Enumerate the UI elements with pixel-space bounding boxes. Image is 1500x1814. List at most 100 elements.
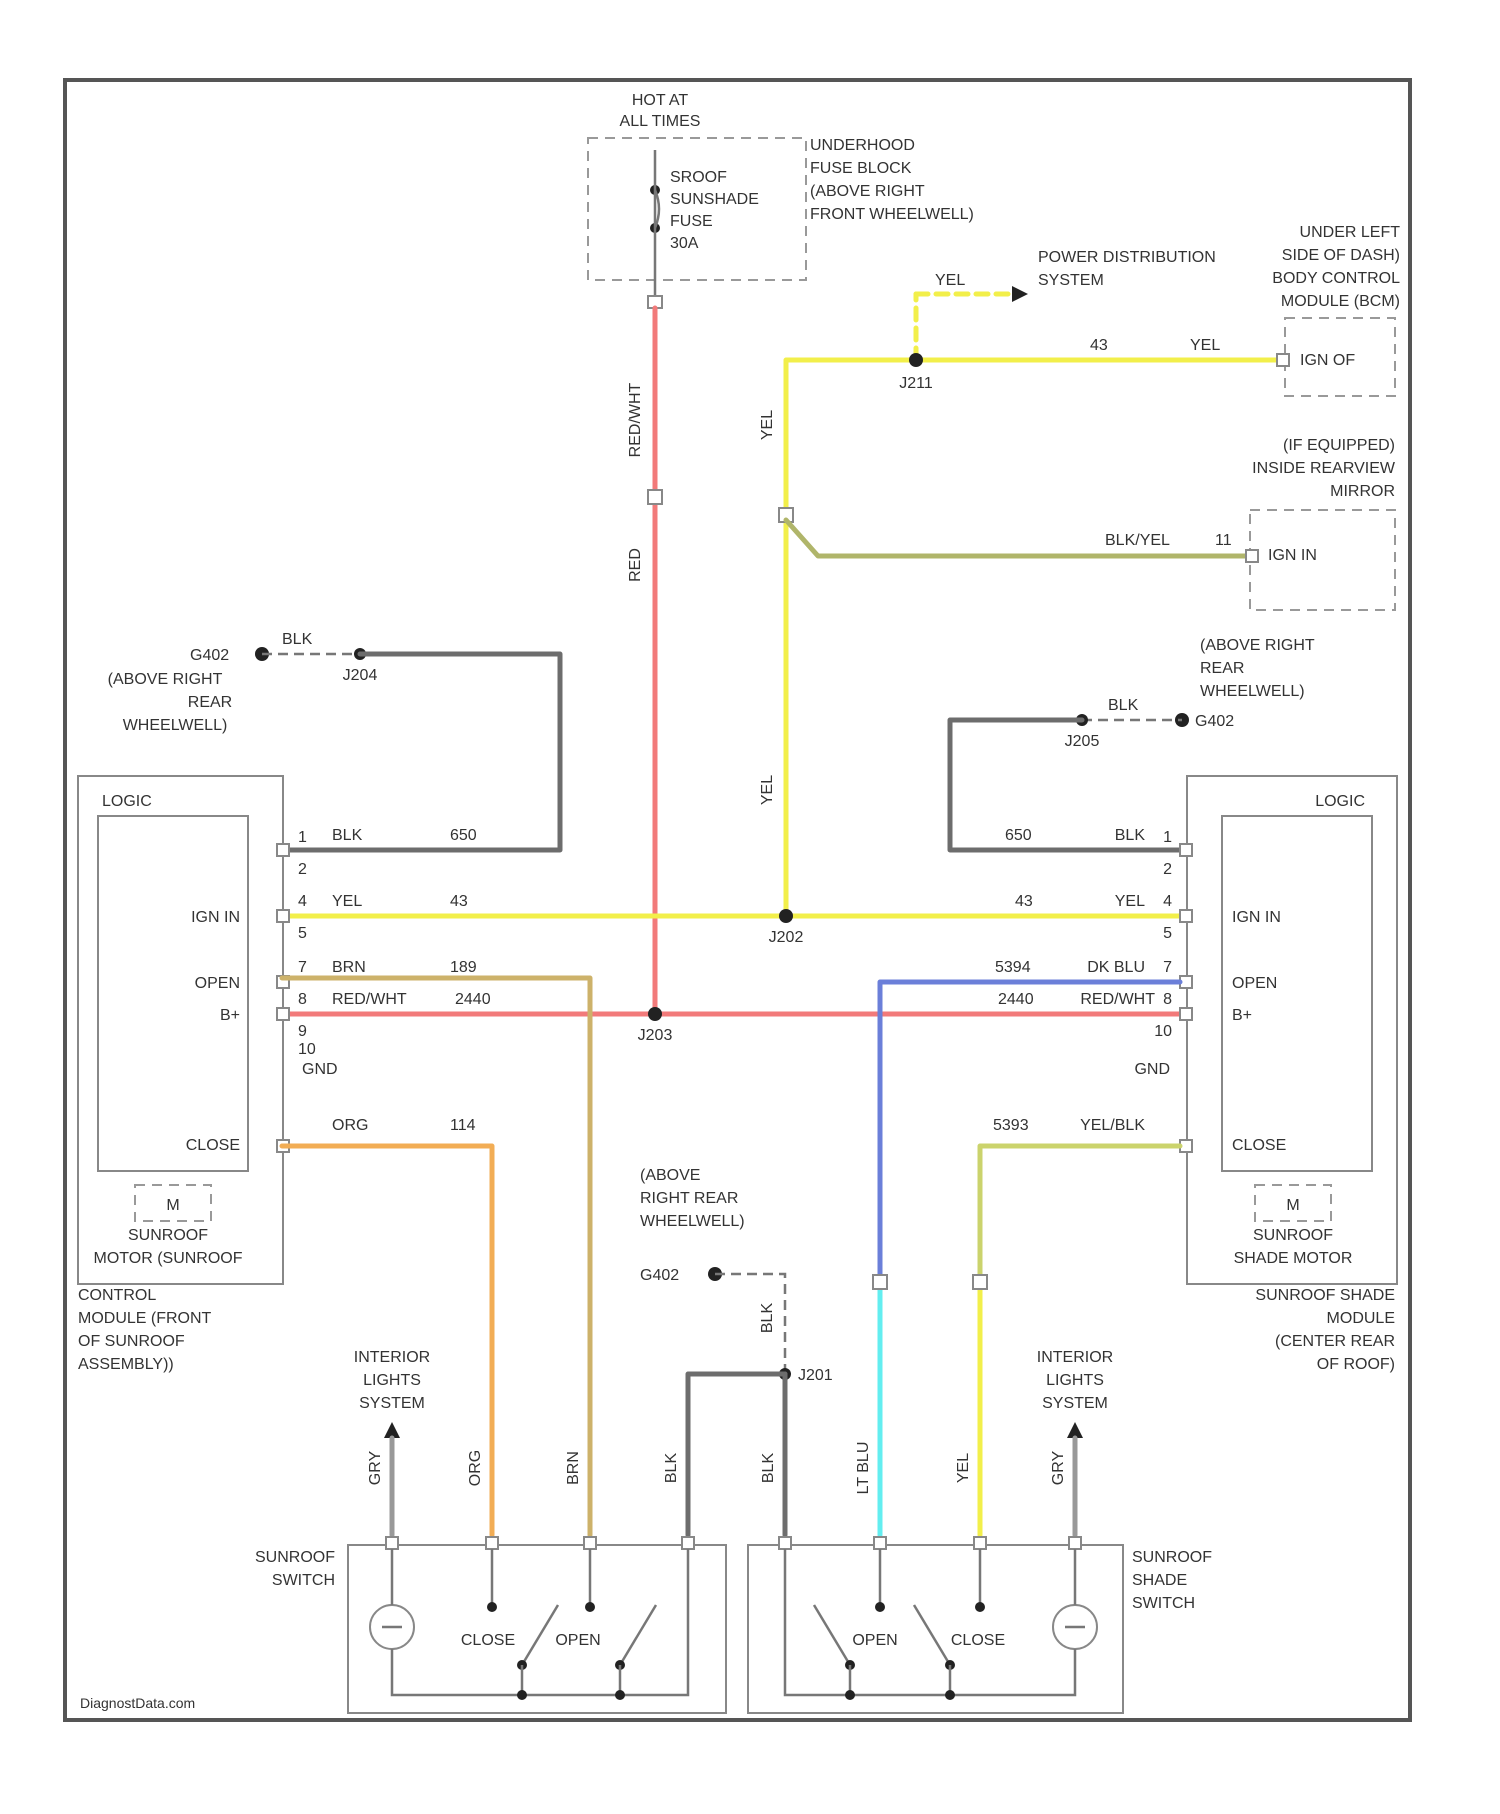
- logic-header: LOGIC: [1315, 793, 1365, 810]
- hot-label: ALL TIMES: [620, 113, 701, 130]
- module-location: MODULE (FRONT: [78, 1310, 212, 1327]
- sunroof-switch: SUNROOF SWITCH CLOSE OPEN: [255, 1537, 726, 1713]
- circuit-number: 43: [1015, 893, 1033, 910]
- wire-color-label: RED/WHT: [1080, 991, 1155, 1008]
- module-location: CONTROL: [78, 1287, 156, 1304]
- module-signal: OPEN: [195, 975, 240, 992]
- wire-color-label: YEL: [759, 410, 776, 440]
- inline-connector: [973, 1275, 987, 1289]
- interior-lights-label: SYSTEM: [1042, 1395, 1108, 1412]
- module-location: ASSEMBLY)): [78, 1356, 174, 1373]
- module-name: SHADE MOTOR: [1234, 1250, 1353, 1267]
- close-contact-blade: [914, 1605, 950, 1665]
- splice-label: J205: [1065, 733, 1100, 750]
- open-contact-blade: [814, 1605, 850, 1665]
- pin-number: 8: [298, 991, 307, 1008]
- splice-label: J202: [769, 929, 804, 946]
- pin-number: 2: [1163, 861, 1172, 878]
- switch-pin: [874, 1537, 886, 1549]
- module-pin: [1180, 844, 1192, 856]
- wire-color-label: YEL: [759, 775, 776, 805]
- fuse-label: 30A: [670, 235, 699, 252]
- yel-riser-wire: [786, 360, 916, 916]
- pin-number: 5: [1163, 925, 1172, 942]
- pin-number: 8: [1163, 991, 1172, 1008]
- hot-label: HOT AT: [632, 92, 689, 109]
- pin-number: 9: [298, 1023, 307, 1040]
- pin-number: 4: [298, 893, 307, 910]
- wire-color-label: BLK: [1115, 827, 1146, 844]
- right-ground: (ABOVE RIGHT REAR WHEELWELL) G402 BLK J2…: [950, 637, 1315, 850]
- circuit-number: 114: [450, 1117, 476, 1134]
- inline-connector: [873, 1275, 887, 1289]
- wire-color-label: RED/WHT: [627, 382, 644, 457]
- circuit-number: 650: [450, 827, 477, 844]
- bcm-location: BODY CONTROL: [1272, 270, 1400, 287]
- fuse-label: SROOF: [670, 169, 727, 186]
- watermark: DiagnostData.com: [80, 1695, 195, 1711]
- left-ground-wire: [282, 654, 560, 850]
- circuit-number: 5393: [993, 1117, 1029, 1134]
- mirror-ign-wire: [786, 520, 1250, 556]
- circuit-number: 5394: [995, 959, 1031, 976]
- mirror-location: (IF EQUIPPED): [1283, 437, 1395, 454]
- bcm-location: UNDER LEFT: [1300, 224, 1401, 241]
- inline-connector: [648, 490, 662, 504]
- wire-color-label: BLK: [1108, 697, 1139, 714]
- switch-pin: [974, 1537, 986, 1549]
- wire-color-label: YEL: [1190, 337, 1220, 354]
- switch-name: SUNROOF: [255, 1549, 335, 1566]
- switch-pin: [1069, 1537, 1081, 1549]
- diagram-frame: [65, 80, 1410, 1720]
- b-plus-circuit: RED/WHT RED J203: [282, 308, 1180, 1044]
- mirror-signal: IGN IN: [1268, 547, 1317, 564]
- fuse-block-location: FRONT WHEELWELL): [810, 206, 974, 223]
- sunroof-motor-module: LOGIC IGN IN OPEN B+ CLOSE GND 1 2 4 5 7…: [78, 776, 491, 1373]
- open-label: OPEN: [555, 1632, 600, 1649]
- mirror-location: MIRROR: [1330, 483, 1395, 500]
- motor-symbol: M: [166, 1197, 179, 1214]
- fuse-label: FUSE: [670, 213, 713, 230]
- pin-number: 1: [298, 829, 307, 846]
- mirror-location: INSIDE REARVIEW: [1252, 460, 1396, 477]
- bcm-pin: [1277, 354, 1289, 366]
- module-signal: OPEN: [1232, 975, 1277, 992]
- switch-pin: [584, 1537, 596, 1549]
- splice-label: J201: [798, 1367, 833, 1384]
- pin-number: 10: [1154, 1023, 1172, 1040]
- circuit-number: 650: [1005, 827, 1032, 844]
- module-name: SUNROOF: [1253, 1227, 1333, 1244]
- module-location: (CENTER REAR: [1275, 1333, 1395, 1350]
- splice-j211: [909, 353, 923, 367]
- sunroof-shade-switch: SUNROOF SHADE SWITCH OPEN CLOSE: [748, 1537, 1212, 1713]
- module-pin: [277, 844, 289, 856]
- ground-location: WHEELWELL): [123, 717, 228, 734]
- module-signal: B+: [220, 1007, 240, 1024]
- splice-label: J203: [638, 1027, 673, 1044]
- ground-location: WHEELWELL): [640, 1213, 745, 1230]
- fuse-block-location: FUSE BLOCK: [810, 160, 912, 177]
- wire-color-label: BLK/YEL: [1105, 532, 1170, 549]
- circuit-number: 2440: [455, 991, 491, 1008]
- module-signal: CLOSE: [186, 1137, 240, 1154]
- wire-color-label: BLK: [663, 1453, 680, 1484]
- module-signal: B+: [1232, 1007, 1252, 1024]
- splice-j202: [779, 909, 793, 923]
- org-close-wire: [282, 1146, 492, 1535]
- wire-color-label: YEL: [1115, 893, 1145, 910]
- interior-lights-label: INTERIOR: [1037, 1349, 1113, 1366]
- pin-number: 11: [1215, 532, 1232, 549]
- switch-pin: [386, 1537, 398, 1549]
- module-pin: [1180, 910, 1192, 922]
- mirror-pin: [1246, 550, 1258, 562]
- module-signal: IGN IN: [191, 909, 240, 926]
- pin-number: 2: [298, 861, 307, 878]
- switch-pin: [682, 1537, 694, 1549]
- power-distribution-arrow: [1012, 286, 1028, 302]
- module-name: SUNROOF: [128, 1227, 208, 1244]
- switch-pin: [486, 1537, 498, 1549]
- open-contact-blade: [620, 1605, 656, 1665]
- wire-color-label: DK BLU: [1087, 959, 1145, 976]
- wire-color-label: YEL/BLK: [1080, 1117, 1145, 1134]
- ground-location: (ABOVE RIGHT: [1200, 637, 1315, 654]
